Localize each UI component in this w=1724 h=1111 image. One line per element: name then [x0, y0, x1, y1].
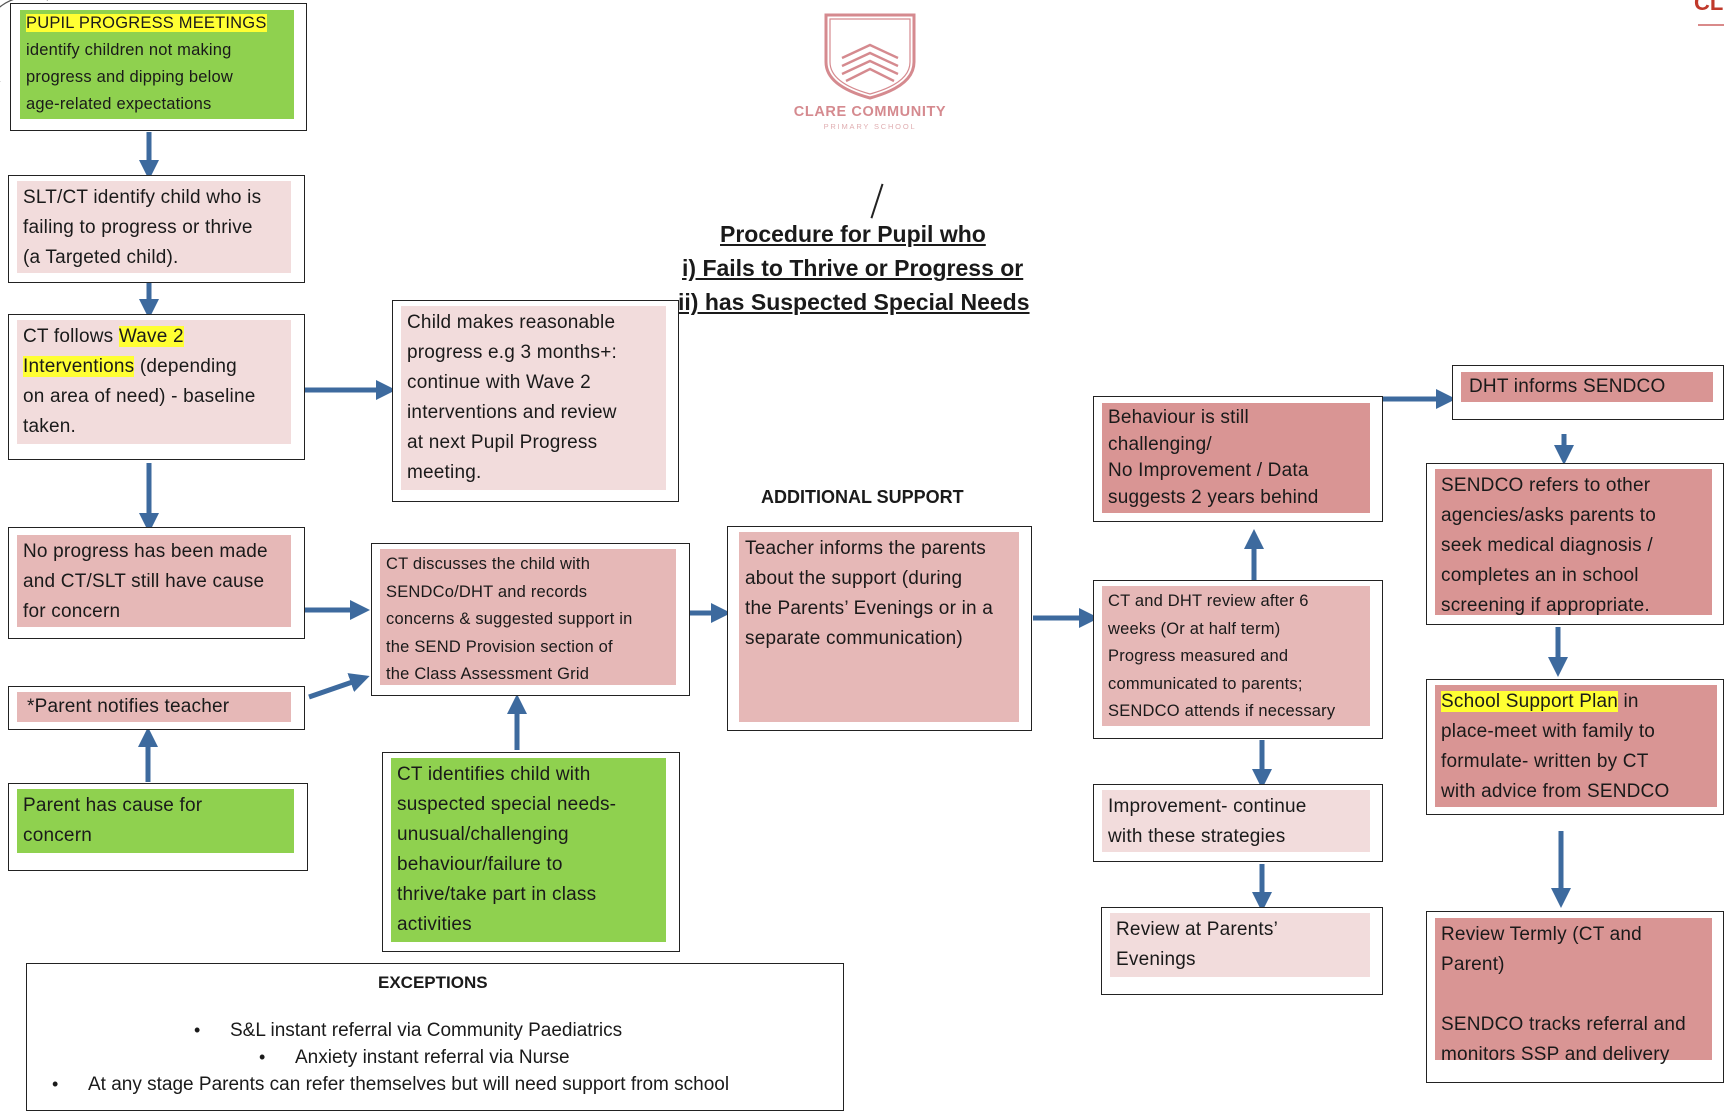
ct-discusses-text: CT discusses the child with SENDCo/DHT a…	[380, 549, 676, 685]
logo-name: CLARE COMMUNITY	[793, 104, 947, 120]
ct-identifies-text: CT identifies child with suspected speci…	[391, 758, 666, 942]
page-title-line-1: Procedure for Pupil who	[720, 221, 986, 247]
ssp-highlight: School Support Plan	[1441, 691, 1619, 712]
review-evenings-text: Review at Parents’ Evenings	[1110, 913, 1370, 977]
exception-item: At any stage Parents can refer themselve…	[52, 1074, 729, 1096]
dht-informs-text: DHT informs SENDCO	[1461, 372, 1713, 402]
ppm-highlight: PUPIL PROGRESS MEETINGS	[26, 14, 267, 32]
corner-rule	[1698, 24, 1724, 26]
additional-support-heading: ADDITIONAL SUPPORT	[761, 487, 964, 507]
page-title-line-3: ii) has Suspected Special Needs	[678, 289, 1030, 315]
wave2-highlight-1: Wave 2	[118, 326, 184, 347]
sendco-refers-text: SENDCO refers to other agencies/asks par…	[1435, 469, 1712, 616]
exceptions-heading: EXCEPTIONS	[378, 973, 488, 992]
page-title-line-2: i) Fails to Thrive or Progress or	[682, 255, 1024, 281]
ssp-text: in place-meet with family to formulate- …	[1441, 691, 1670, 802]
wave2-content: CT follows Wave 2 Interventions (dependin…	[17, 320, 291, 444]
arrow-parentnotifies-to-ctdiscuss	[308, 673, 370, 700]
slt-text: SLT/CT identify child who is failing to …	[17, 181, 291, 273]
parent-cause-text: Parent has cause for concern	[17, 789, 294, 853]
reasonable-progress-text: Child makes reasonable progress e.g 3 mo…	[401, 306, 666, 490]
exception-item: Anxiety instant referral via Nurse	[259, 1047, 570, 1069]
shield-icon	[824, 13, 916, 100]
logo-sub: PRIMARY SCHOOL	[823, 122, 917, 131]
no-progress-text: No progress has been made and CT/SLT sti…	[17, 535, 291, 627]
teacher-informs-text: Teacher informs the parents about the su…	[739, 532, 1019, 722]
parent-notifies-text: *Parent notifies teacher	[17, 692, 291, 722]
behaviour-text: Behaviour is still challenging/ No Impro…	[1102, 403, 1370, 513]
corner-mark: CL	[1694, 0, 1724, 15]
wave2-pre: CT follows	[23, 326, 119, 347]
improvement-text: Improvement- continue with these strateg…	[1102, 790, 1370, 852]
school-logo: CLARE COMMUNITY PRIMARY SCHOOL	[760, 12, 980, 132]
ppm-content: PUPIL PROGRESS MEETINGS identify children…	[20, 10, 294, 119]
ssp-content: School Support Plan in place-meet with f…	[1435, 685, 1717, 807]
review-6-weeks-text: CT and DHT review after 6 weeks (Or at h…	[1102, 586, 1370, 726]
wave2-highlight-2: Interventions	[23, 356, 135, 377]
review-termly-text: Review Termly (CT and Parent) SENDCO tra…	[1435, 918, 1712, 1065]
wave2-post: (depending on area of need) - baseline t…	[23, 356, 256, 437]
exception-item: S&L instant referral via Community Paedi…	[194, 1020, 622, 1042]
ppm-text: identify children not making progress an…	[26, 41, 234, 113]
